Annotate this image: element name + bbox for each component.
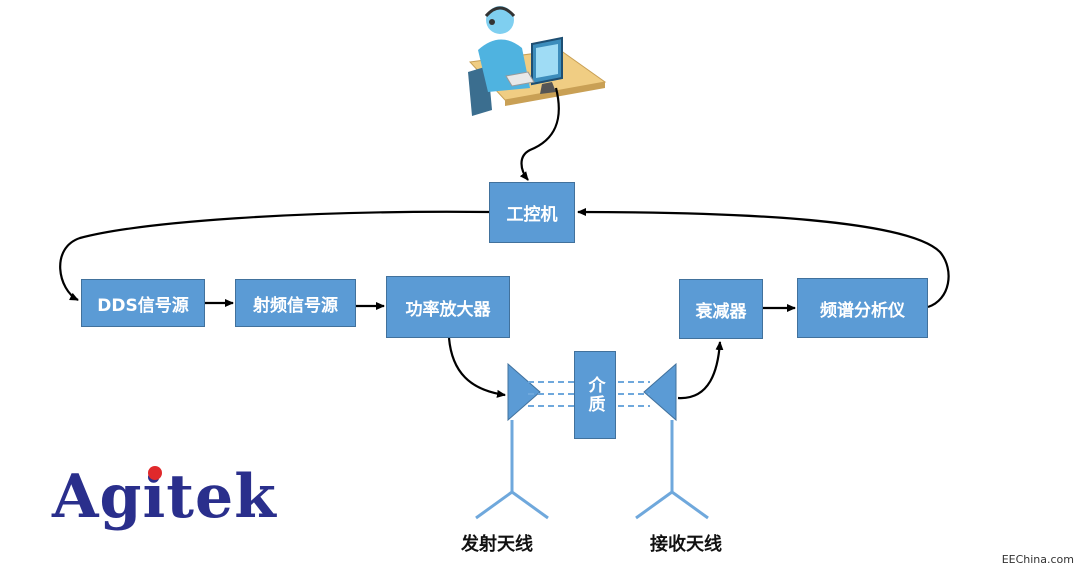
ipc-block: 工控机 xyxy=(489,182,575,243)
operator-at-computer-icon xyxy=(468,6,607,116)
rf-source-block: 射频信号源 xyxy=(235,279,356,327)
logo-dot xyxy=(148,466,162,480)
agitek-logo: Agitek xyxy=(52,462,277,532)
dds-source-block: DDS信号源 xyxy=(81,279,205,327)
source-credit: EEChina.com xyxy=(1001,553,1074,566)
medium-block: 介质 xyxy=(574,351,616,439)
power-amplifier-block: 功率放大器 xyxy=(386,276,510,338)
spectrum-analyzer-block: 频谱分析仪 xyxy=(797,278,928,338)
attenuator-block: 衰减器 xyxy=(679,279,763,339)
receive-antenna-icon xyxy=(635,362,709,520)
tx-antenna-label: 发射天线 xyxy=(461,534,533,555)
rx-antenna-label: 接收天线 xyxy=(650,534,722,555)
transmit-antenna-icon xyxy=(475,362,549,520)
